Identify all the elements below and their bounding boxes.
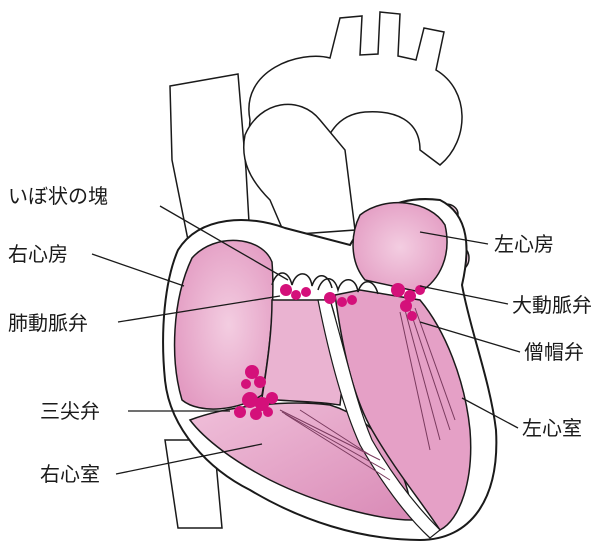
label-mitral-valve: 僧帽弁 [524,342,584,362]
label-tricuspid-valve: 三尖弁 [40,401,100,421]
label-vegetation: いぼ状の塊 [8,186,108,206]
label-left-ventricle: 左心室 [522,418,582,438]
left-atrium-chamber [353,203,447,292]
label-right-ventricle: 右心室 [40,464,100,484]
label-left-atrium: 左心房 [494,234,554,254]
label-right-atrium: 右心房 [8,244,68,264]
label-pulmonary-valve: 肺動脈弁 [8,313,88,333]
label-aortic-valve: 大動脈弁 [512,295,592,315]
